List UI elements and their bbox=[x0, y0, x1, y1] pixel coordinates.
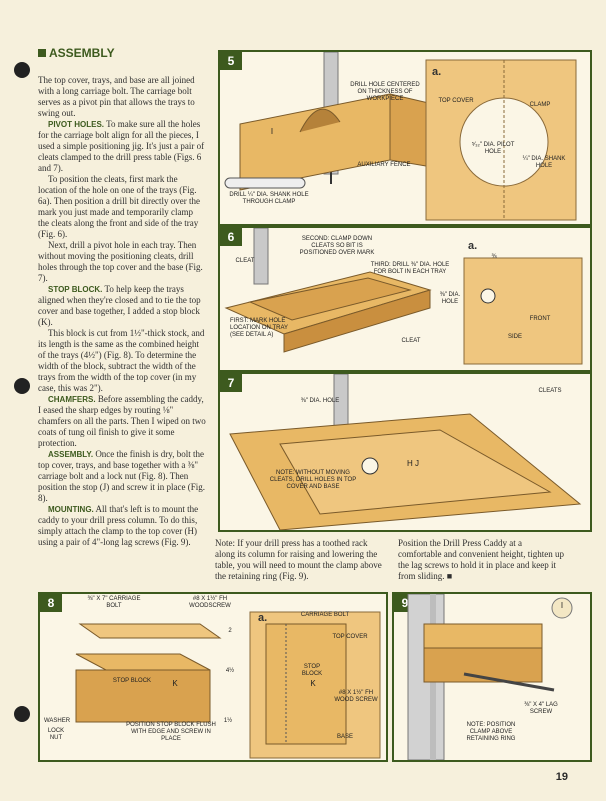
paragraph-text: Once the finish is dry, bolt the top cov… bbox=[38, 449, 205, 503]
assembly-paragraph: ASSEMBLY. Once the finish is dry, bolt t… bbox=[38, 449, 206, 504]
paragraph-text: All that's left is to mount the caddy to… bbox=[38, 504, 199, 547]
callout-note: Note: Position clamp above retaining rin… bbox=[466, 722, 516, 742]
part-letter: K bbox=[310, 679, 316, 688]
callout-base: Base bbox=[336, 734, 353, 740]
paragraph: Next, drill a pivot hole in each tray. T… bbox=[38, 240, 203, 283]
callout-top-cover: Top cover bbox=[438, 98, 474, 104]
mounting-paragraph: MOUNTING. All that's left is to mount th… bbox=[38, 504, 206, 548]
figure-6-illustration bbox=[224, 228, 583, 365]
callout-pilot-hole: ⁵⁄₃₂" dia. pilot hole bbox=[471, 142, 515, 155]
callout-carriage: Carriage bolt bbox=[300, 612, 350, 618]
callout-front: Front bbox=[529, 316, 551, 322]
callout-first: First: Mark hole location on tray (see d… bbox=[230, 318, 288, 338]
callout-cleats: Cleats bbox=[538, 388, 562, 394]
chamfers-paragraph: CHAMFERS. Before assembling the caddy, I… bbox=[38, 394, 206, 449]
callout-shank-hole: Drill ¼" dia. shank hole through clamp bbox=[229, 192, 309, 205]
dim-1-5: 1½ bbox=[223, 718, 233, 724]
figure-5-illustration bbox=[224, 52, 577, 221]
run-in-head: CHAMFERS. bbox=[48, 395, 96, 404]
callout-aux-fence: Auxiliary fence bbox=[357, 162, 411, 168]
figure-number: 6 bbox=[220, 228, 242, 246]
note-paragraph: Note: If your drill press has a toothed … bbox=[215, 538, 382, 581]
binder-hole-icon bbox=[14, 706, 30, 722]
callout-drill-hole: Drill hole centered on thickness of work… bbox=[350, 82, 420, 102]
detail-letter: a. bbox=[432, 66, 442, 78]
article-column: ASSEMBLY The top cover, trays, and base … bbox=[38, 47, 206, 548]
callout-note: Note: Without moving cleats, drill holes… bbox=[269, 470, 357, 490]
run-in-head: MOUNTING. bbox=[48, 505, 94, 514]
callout-stop: Stop block bbox=[112, 678, 152, 684]
figure-9-illustration bbox=[407, 594, 573, 760]
callout-clamp: Clamp bbox=[529, 102, 551, 108]
callout-position: Position stop block flush with edge and … bbox=[126, 722, 216, 742]
figure-7: 7 ⅜" dia. hole Cleats Note: Without movi… bbox=[218, 372, 592, 532]
run-in-head: ASSEMBLY. bbox=[48, 450, 94, 459]
callout-stop-2: Stop block bbox=[301, 664, 323, 677]
paragraph-text: To make sure all the holes for the carri… bbox=[38, 119, 205, 173]
intro-paragraph: The top cover, trays, and base are all j… bbox=[38, 75, 195, 118]
paragraph: This block is cut from 1½"-thick stock, … bbox=[38, 328, 205, 393]
callout-lag: ⅜" x 4" lag screw bbox=[524, 702, 558, 715]
stop-block-paragraph: STOP BLOCK. To help keep the trays align… bbox=[38, 284, 206, 328]
callout-dim: ⅜ bbox=[491, 254, 497, 260]
figure-number: 7 bbox=[220, 374, 242, 392]
figure-6: 6 a. Second: Clamp down cleats so bit is… bbox=[218, 226, 592, 372]
callout-second: Second: Clamp down cleats so bit is posi… bbox=[299, 236, 375, 256]
figure-7-illustration bbox=[229, 374, 582, 530]
callout-cleat-2: Cleat bbox=[401, 338, 421, 344]
callout-washer: Washer bbox=[43, 718, 71, 724]
paragraph: To position the cleats, first mark the l… bbox=[38, 174, 201, 239]
part-letter: I bbox=[270, 127, 274, 136]
callout-third: Third: Drill ⅜" dia. hole for bolt in ea… bbox=[370, 262, 450, 275]
figure-8: 8 a. ⅜" x 7" carriage bolt #8 x 1½" Fh w… bbox=[38, 592, 388, 762]
callout-shank: ¼" dia. shank hole bbox=[522, 156, 566, 169]
paragraph-text: Before assembling the caddy, I eased the… bbox=[38, 394, 206, 448]
pivot-paragraph: PIVOT HOLES. To make sure all the holes … bbox=[38, 119, 206, 174]
detail-letter: a. bbox=[258, 612, 268, 624]
part-letter: K bbox=[172, 679, 178, 688]
binder-hole-icon bbox=[14, 62, 30, 78]
part-letters: H J bbox=[407, 459, 419, 468]
callout-screw: #8 x 1½" Fh woodscrew bbox=[189, 596, 231, 609]
figure-9: 9 ⅜" x 4" lag screw Note: Position clamp… bbox=[392, 592, 592, 762]
part-letter: I bbox=[560, 601, 564, 610]
figure-number: 8 bbox=[40, 594, 62, 612]
figure-5: 5 a. Drill hole centered on thickness of… bbox=[218, 50, 592, 226]
callout-hole: ⅜" dia. hole bbox=[300, 398, 340, 404]
callout-wood: #8 x 1½" Fh wood screw bbox=[334, 690, 378, 703]
callout-top: Top cover bbox=[332, 634, 368, 640]
binder-hole-icon bbox=[14, 378, 30, 394]
callout-side: Side bbox=[507, 334, 522, 340]
closing-paragraph: Position the Drill Press Caddy at a comf… bbox=[398, 538, 564, 581]
paragraph-text: To help keep the trays aligned when they… bbox=[38, 284, 201, 327]
callout-hole: ⅜" dia. hole bbox=[439, 292, 461, 305]
page-number: 19 bbox=[555, 771, 568, 783]
figure-8-illustration bbox=[75, 611, 381, 759]
run-in-head: PIVOT HOLES. bbox=[48, 120, 105, 129]
callout-nut: Lock nut bbox=[47, 728, 65, 741]
callout-cleat: Cleat bbox=[235, 258, 255, 264]
section-heading: ASSEMBLY bbox=[38, 47, 206, 59]
figure-number: 5 bbox=[220, 52, 242, 70]
callout-bolt: ⅜" x 7" carriage bolt bbox=[87, 596, 141, 609]
dim-2: 2 bbox=[228, 628, 232, 634]
detail-letter: a. bbox=[468, 240, 478, 252]
run-in-head: STOP BLOCK. bbox=[48, 285, 103, 294]
dim-4-5: 4½ bbox=[225, 668, 235, 674]
